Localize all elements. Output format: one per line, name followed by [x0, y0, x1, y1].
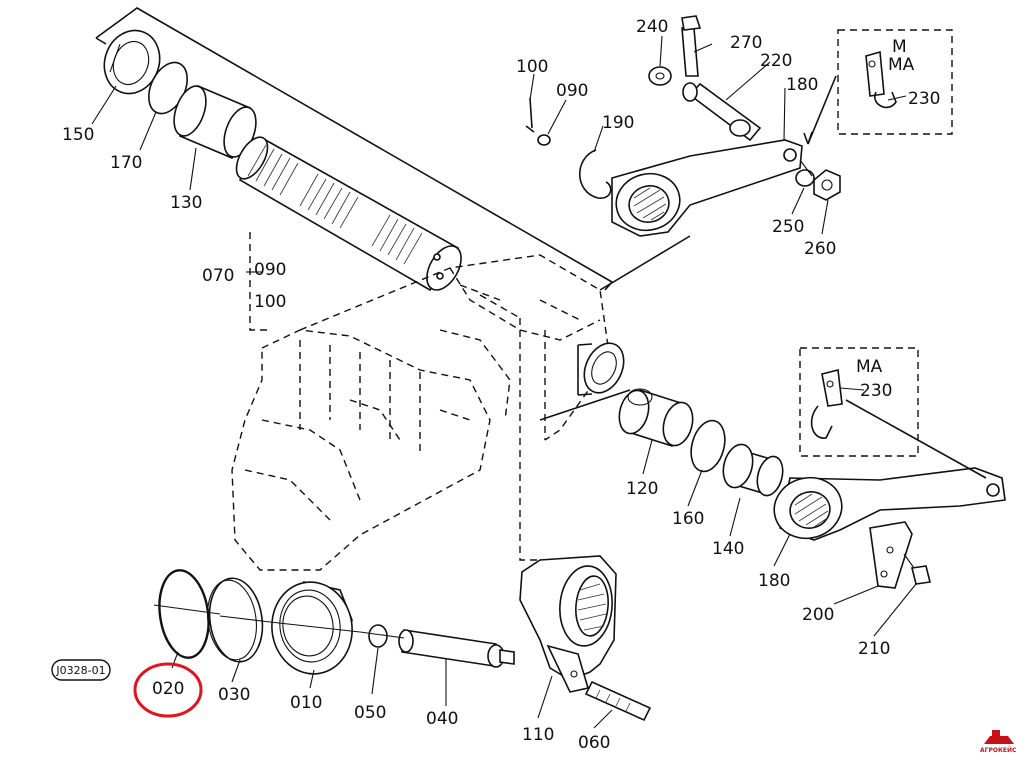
- label-210: 210: [858, 639, 890, 659]
- label-110: 110: [522, 725, 554, 745]
- pin-060: [584, 680, 652, 722]
- bushing-120: [618, 388, 694, 448]
- label-100-lower: 100: [254, 292, 286, 312]
- bushing-140: [722, 443, 784, 497]
- label-070: 070: [202, 266, 234, 286]
- label-160: 160: [672, 509, 704, 529]
- label-090-upper: 090: [556, 81, 588, 101]
- label-200: 200: [802, 605, 834, 625]
- label-090-lower: 090: [254, 260, 286, 280]
- watermark-logo: АГРОКЕЙС: [980, 730, 1017, 754]
- label-180-upper: 180: [786, 75, 818, 95]
- housing-block: [231, 254, 625, 571]
- piston-rod-040: [359, 629, 515, 668]
- label-150: 150: [62, 125, 94, 145]
- variant-m-upper: M: [892, 37, 907, 57]
- callout-lines: [91, 35, 917, 729]
- label-040: 040: [426, 709, 458, 729]
- label-250: 250: [772, 217, 804, 237]
- label-230-middle: 230: [860, 381, 892, 401]
- label-260: 260: [804, 239, 836, 259]
- label-050: 050: [354, 703, 386, 723]
- variant-ma-middle: MA: [856, 357, 883, 377]
- backup-ring-030: [207, 577, 271, 663]
- label-190: 190: [602, 113, 634, 133]
- variant-ma-upper: MA: [888, 55, 915, 75]
- lower-lift-arm-180: [539, 389, 1006, 589]
- label-100-upper: 100: [516, 57, 548, 77]
- part-labels: 150 170 130 070 090 100 100 090 190 240 …: [62, 17, 940, 753]
- drawing-code-badge: J0328-01: [51, 659, 111, 681]
- label-230-upper: 230: [908, 89, 940, 109]
- drawing-code: J0328-01: [55, 664, 105, 677]
- label-020: 020: [152, 679, 184, 699]
- o-ring-050: [368, 624, 388, 648]
- label-030: 030: [218, 685, 250, 705]
- label-010: 010: [290, 693, 322, 713]
- upper-assembly-outline: [95, 7, 614, 331]
- label-060: 060: [578, 733, 610, 753]
- highlight-circle: [133, 662, 203, 718]
- seal-010: [269, 580, 361, 675]
- bushing-150: [103, 29, 161, 95]
- label-130: 130: [170, 193, 202, 213]
- label-270: 270: [730, 33, 762, 53]
- label-180-lower: 180: [758, 571, 790, 591]
- label-240: 240: [636, 17, 668, 37]
- label-170: 170: [110, 153, 142, 173]
- label-120: 120: [626, 479, 658, 499]
- splined-shaft-070: [235, 136, 462, 292]
- upper-lift-arm-assembly: [525, 15, 841, 291]
- watermark-text: АГРОКЕЙС: [980, 746, 1017, 754]
- bushing-130: [173, 84, 257, 160]
- lift-crank-110: [519, 555, 617, 693]
- label-220: 220: [760, 51, 792, 71]
- variant-box-upper: [803, 29, 953, 145]
- label-140: 140: [712, 539, 744, 559]
- variant-box-middle: [799, 347, 987, 479]
